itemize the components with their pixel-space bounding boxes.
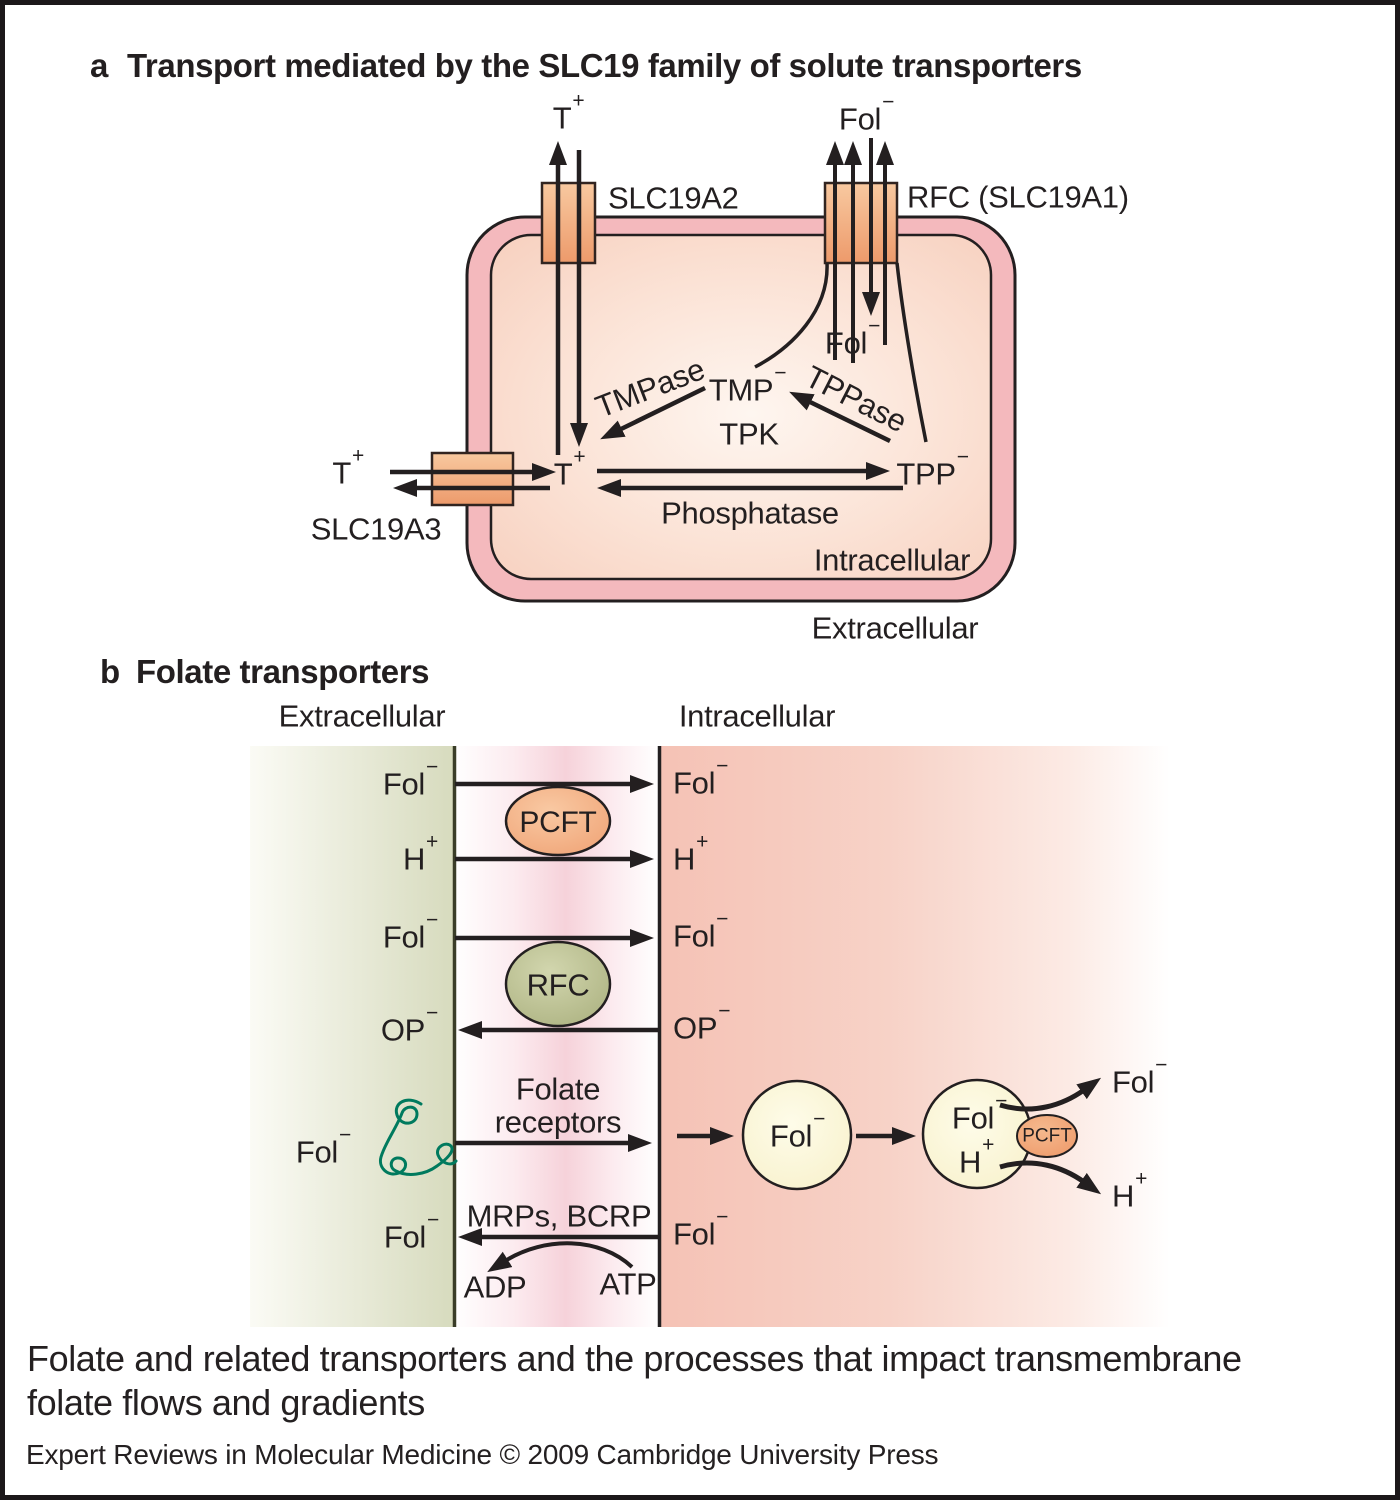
h-in-label-left: H+ — [402, 830, 438, 877]
fol-out-label-right: Fol− — [673, 1205, 729, 1252]
pcft-oval — [504, 785, 612, 857]
fol-in-label-right: Fol− — [673, 754, 729, 801]
h-released-label: H+ — [1112, 1167, 1148, 1214]
op-label-left: OP− — [380, 1001, 438, 1048]
atp-adp-arrow — [487, 1241, 634, 1273]
slc19a3-transporter — [430, 451, 515, 507]
fol-rfc-label-left: Fol− — [382, 908, 438, 955]
folate-receptors-label-line1: Folate — [515, 1071, 601, 1107]
panel-b-title: Folate transporters — [136, 653, 430, 690]
mrps-bcrp-label: MRPs, BCRP — [466, 1198, 652, 1234]
tppase-arrow — [789, 391, 891, 444]
panel-b-index: b — [100, 653, 120, 690]
h-release-arrow — [999, 1160, 1102, 1195]
tpp-label: TPP− — [896, 445, 969, 492]
pcft-endosome-oval — [1016, 1114, 1078, 1158]
fol-out-label-left: Fol− — [383, 1208, 439, 1255]
rfc-funnel-left — [754, 262, 829, 369]
endosome-1 — [741, 1079, 853, 1191]
panel-a-title: Transport mediated by the SLC19 family o… — [127, 47, 1082, 84]
extracellular-label-a: Extracellular — [811, 610, 979, 646]
op-label-right: OP− — [673, 999, 731, 1046]
slc19a2-transporter — [540, 181, 597, 265]
intracellular-label-a: Intracellular — [813, 542, 971, 578]
intracellular-band — [658, 746, 1170, 1327]
t-plus-label-inside: T+ — [553, 445, 586, 492]
endosome2-fol-label: Fol− — [951, 1089, 1008, 1136]
rfc-label: RFC — [526, 967, 590, 1003]
intracellular-label-b: Intracellular — [678, 698, 836, 734]
adp-label: ADP — [463, 1269, 527, 1305]
fol-label-inside: Fol− — [824, 314, 881, 361]
tmp-label: TMP− — [708, 361, 787, 408]
journal-credit: Expert Reviews in Molecular Medicine © 2… — [26, 1439, 939, 1470]
endosome2-h-label: H+ — [958, 1133, 995, 1180]
rfc-oval — [504, 940, 612, 1028]
fol-release-arrow — [999, 1077, 1102, 1112]
extracellular-band — [250, 746, 453, 1327]
slc19a3-label: SLC19A3 — [310, 511, 442, 547]
tmpase-arrow — [600, 385, 706, 440]
rfc-slc19a1-label: RFC (SLC19A1) — [907, 179, 1129, 215]
fol-rfc-label-right: Fol− — [673, 907, 729, 954]
diagram-canvas — [250, 138, 1170, 1327]
fol-free-label: Fol− — [295, 1123, 351, 1170]
figure-caption: Folate and related transporters and the … — [27, 1337, 1242, 1425]
panel-a-index: a — [90, 47, 108, 84]
folate-receptor-squiggle — [378, 1098, 458, 1176]
phosphatase-label: Phosphatase — [661, 495, 839, 531]
caption-line-2: folate flows and gradients — [27, 1382, 425, 1423]
pcft-endosome-label: PCFT — [1022, 1125, 1072, 1147]
fol-released-label: Fol− — [1112, 1053, 1168, 1100]
folate-receptors-label-line2: receptors — [494, 1104, 622, 1140]
slc19a2-label: SLC19A2 — [608, 180, 739, 216]
pcft-label: PCFT — [519, 806, 597, 839]
fol-in-label-left: Fol− — [382, 755, 438, 802]
rfc-funnel-right — [895, 262, 928, 443]
atp-label: ATP — [599, 1266, 657, 1302]
h-in-label-right: H+ — [673, 830, 709, 877]
tpk-label: TPK — [719, 416, 779, 452]
t-plus-label-outside: T+ — [332, 444, 364, 491]
endosome1-fol-label: Fol− — [769, 1107, 826, 1154]
t-plus-label-top: T+ — [552, 89, 585, 136]
fol-label-top: Fol− — [838, 90, 895, 137]
extracellular-label-b: Extracellular — [278, 698, 446, 734]
caption-line-1: Folate and related transporters and the … — [27, 1338, 1242, 1379]
